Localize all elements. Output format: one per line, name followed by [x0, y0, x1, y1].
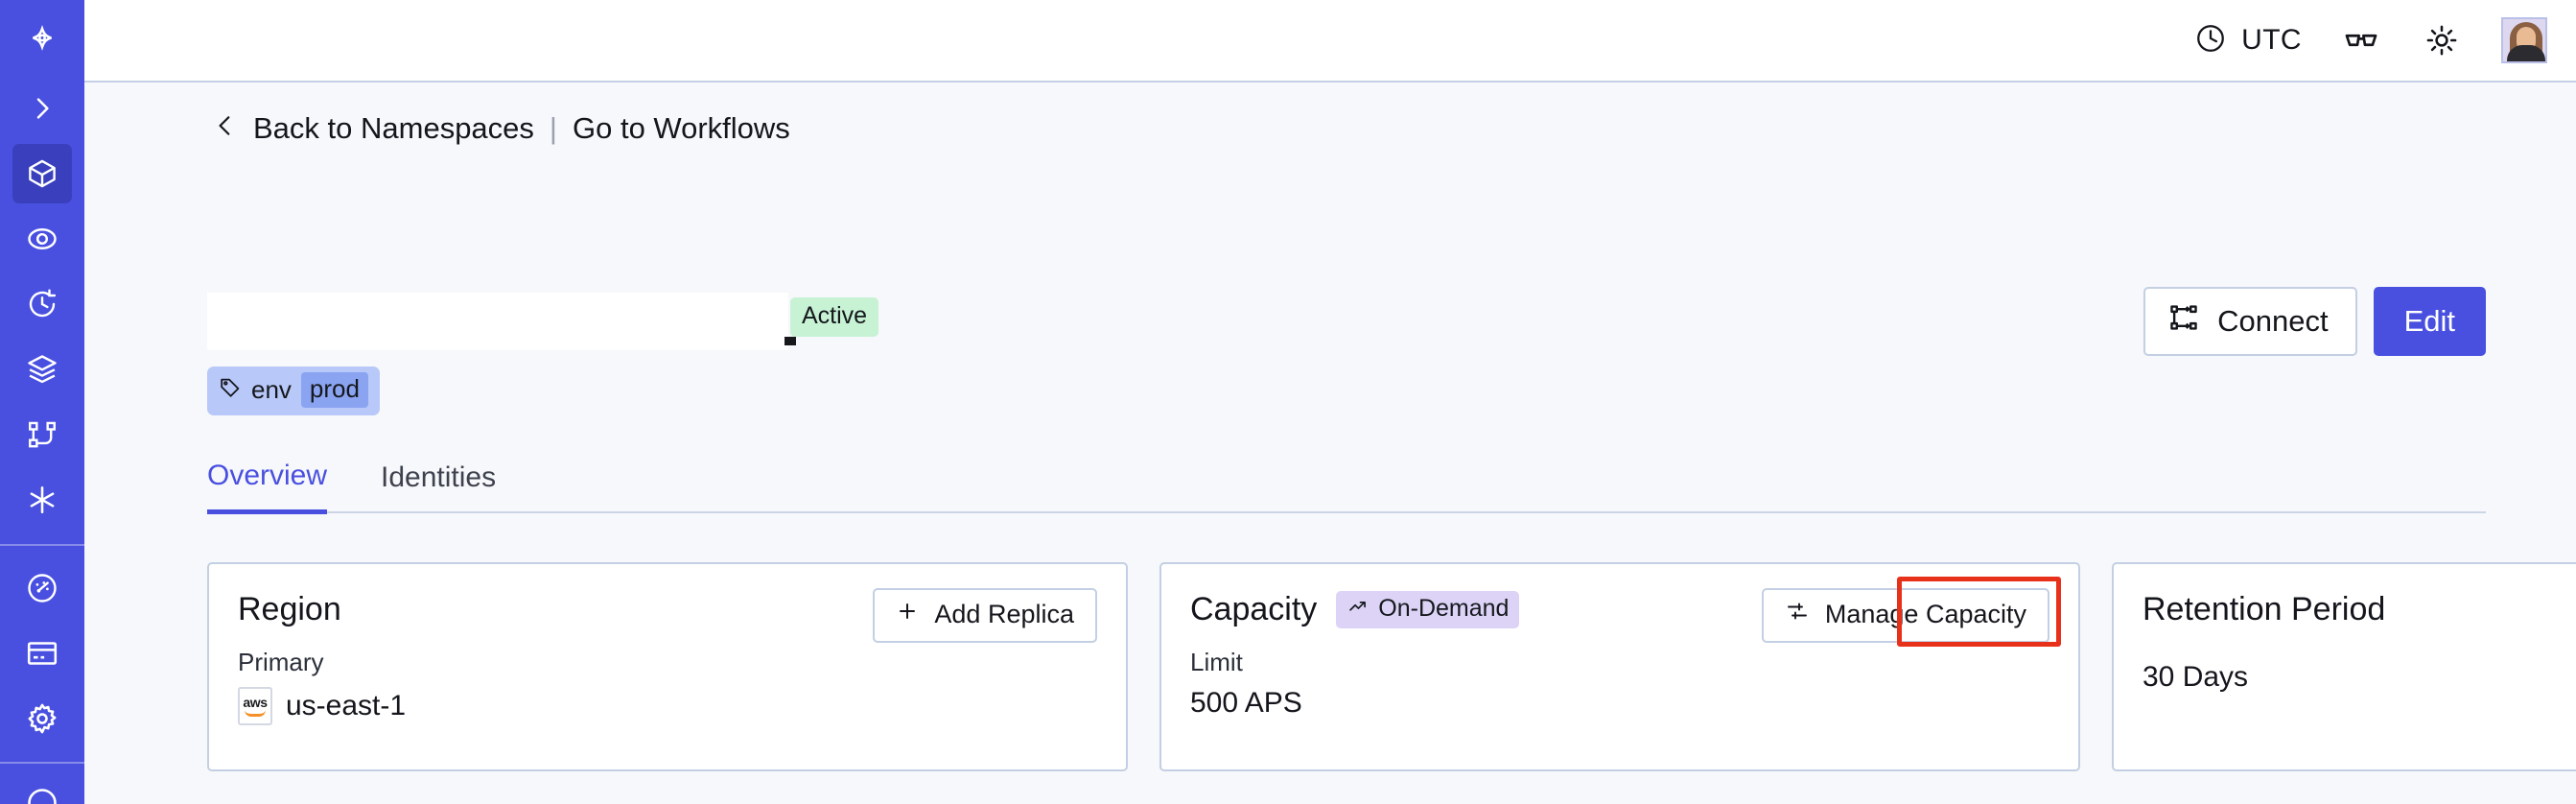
aws-logo: aws: [238, 687, 272, 725]
edit-button[interactable]: Edit: [2373, 287, 2486, 356]
region-card-header: Region: [238, 591, 1097, 628]
sidebar-item-observability[interactable]: [12, 209, 72, 269]
trending-up-icon: [1347, 595, 1370, 623]
manage-capacity-button[interactable]: Manage Capacity: [1761, 588, 2049, 643]
plus-icon: [896, 600, 919, 629]
billing-card-icon: [25, 636, 59, 671]
overview-cards: Region Add Replica Primary aws: [207, 562, 2576, 771]
connect-icon: [2168, 302, 2199, 341]
help-circle-icon: [25, 786, 59, 804]
capacity-card-header: Capacity On-Demand: [1190, 591, 2049, 628]
sidebar-item-help[interactable]: [12, 773, 72, 804]
tab-overview[interactable]: Overview: [207, 460, 328, 514]
region-card-title: Region: [238, 591, 341, 627]
sidebar-item-namespaces[interactable]: [12, 144, 72, 203]
expand-chevron-icon: [27, 93, 58, 124]
region-primary-label: Primary: [238, 648, 324, 676]
main-content: Back to Namespaces | Go to Workflows Act…: [84, 83, 2576, 804]
breadcrumb-separator: |: [549, 111, 557, 145]
timezone-label: UTC: [2241, 24, 2302, 56]
observability-eye-icon: [25, 222, 59, 256]
sidebar-item-schedules[interactable]: [12, 274, 72, 334]
namespace-tag[interactable]: env prod: [207, 367, 380, 415]
sidebar-item-layers[interactable]: [12, 340, 72, 399]
back-chevron-icon[interactable]: [213, 109, 238, 148]
connect-button[interactable]: Connect: [2143, 287, 2357, 356]
sidebar-item-workflows[interactable]: [12, 405, 72, 464]
capacity-card-title: Capacity: [1190, 591, 1318, 627]
namespace-title-artifact: [785, 337, 796, 345]
breadcrumb-workflows-link[interactable]: Go to Workflows: [572, 111, 790, 145]
nexus-asterisk-icon: [25, 483, 59, 517]
connect-button-label: Connect: [2217, 304, 2329, 338]
region-card: Region Add Replica Primary aws: [207, 562, 1128, 771]
region-primary-value: us-east-1: [286, 690, 407, 721]
capacity-card: Capacity On-Demand: [1159, 562, 2080, 771]
region-primary-value-row: aws us-east-1: [238, 687, 1097, 725]
tag-key: env: [251, 375, 292, 404]
tab-identities[interactable]: Identities: [381, 461, 497, 493]
capacity-mode-badge: On-Demand: [1336, 591, 1520, 628]
breadcrumb: Back to Namespaces | Go to Workflows: [213, 109, 790, 148]
capacity-limit-label: Limit: [1190, 648, 1243, 676]
sidebar-item-usage[interactable]: [12, 558, 72, 618]
header-actions: Connect Edit: [2143, 287, 2486, 356]
schedules-clock-icon: [25, 287, 59, 321]
sidebar-item-logo[interactable]: [12, 13, 72, 73]
clock-icon: [2194, 22, 2227, 59]
retention-value: 30 Days: [2143, 661, 2249, 693]
logo-icon: [24, 25, 60, 61]
tag-icon: [219, 376, 242, 404]
tag-value: prod: [300, 372, 368, 408]
user-avatar[interactable]: [2501, 17, 2547, 63]
sidebar-item-billing[interactable]: [12, 624, 72, 683]
add-replica-label: Add Replica: [934, 600, 1074, 628]
sun-icon[interactable]: [2421, 19, 2463, 61]
sidebar-item-expand[interactable]: [12, 79, 72, 138]
retention-card: Retention Period 30 Days: [2112, 562, 2576, 771]
aws-wordmark: aws: [243, 695, 268, 710]
manage-capacity-label: Manage Capacity: [1824, 600, 2026, 628]
settings-gear-icon: [25, 701, 59, 736]
breadcrumb-back-link[interactable]: Back to Namespaces: [253, 111, 534, 145]
retention-card-header: Retention Period: [2143, 591, 2576, 628]
workflows-graph-icon: [26, 418, 59, 451]
top-bar: UTC: [84, 0, 2576, 83]
capacity-limit-value: 500 APS: [1190, 687, 1302, 719]
add-replica-button[interactable]: Add Replica: [873, 588, 1097, 643]
sliders-icon: [1785, 600, 1810, 629]
layers-icon: [25, 352, 59, 387]
namespace-title-redacted: [207, 293, 788, 350]
sidebar: [0, 0, 84, 804]
tab-bar: Overview Identities: [207, 460, 2486, 514]
sidebar-item-nexus[interactable]: [12, 470, 72, 530]
capacity-mode-label: On-Demand: [1378, 595, 1510, 622]
timezone-selector[interactable]: UTC: [2194, 22, 2302, 59]
sidebar-divider-bottom: [0, 762, 84, 764]
sidebar-item-settings[interactable]: [12, 689, 72, 748]
usage-gauge-icon: [25, 571, 59, 605]
retention-card-title: Retention Period: [2143, 591, 2386, 627]
aws-smile: [245, 710, 266, 717]
avatar-body: [2507, 45, 2545, 61]
namespaces-cube-icon: [25, 156, 59, 191]
status-badge: Active: [790, 297, 879, 337]
avatar-face: [2517, 27, 2536, 51]
sidebar-divider: [0, 544, 84, 546]
glasses-icon[interactable]: [2340, 19, 2382, 61]
